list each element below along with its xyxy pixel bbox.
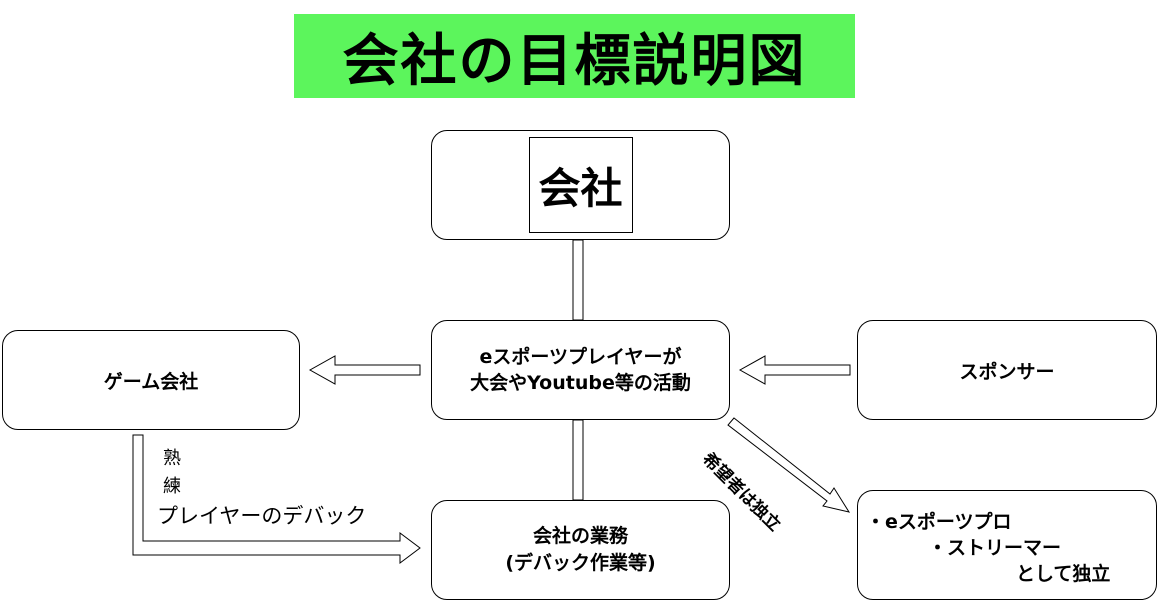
arrow-sponsor-to-center	[738, 355, 851, 385]
arrow-center-to-independent	[727, 417, 851, 513]
activity-line2: 大会やYoutube等の活動	[470, 372, 691, 394]
company-label: 会社	[528, 137, 633, 233]
activity-line1: eスポーツプレイヤーが	[479, 346, 682, 368]
game-company-box: ゲーム会社	[2, 330, 300, 430]
independent-box: ・eスポーツプロ ・ストリーマー として独立	[857, 490, 1157, 600]
arrow-center-to-game	[308, 355, 421, 385]
business-line1: 会社の業務	[532, 525, 628, 547]
sponsor-box: スポンサー	[857, 320, 1157, 420]
sponsor-label: スポンサー	[959, 360, 1055, 383]
business-line2: (デバック作業等)	[505, 552, 656, 574]
skilled-label-2: 練	[163, 476, 181, 497]
connector-company-center	[572, 239, 584, 321]
independent-line1: ・eスポーツプロ	[866, 511, 1012, 533]
player-debug-label: プレイヤーのデバック	[157, 504, 367, 528]
game-company-label: ゲーム会社	[103, 370, 199, 393]
company-box: 会社	[431, 130, 730, 240]
connector-center-business	[572, 419, 584, 501]
business-box: 会社の業務 (デバック作業等)	[431, 500, 730, 600]
diagram-title: 会社の目標説明図	[294, 14, 855, 98]
activity-box: eスポーツプレイヤーが 大会やYoutube等の活動	[431, 320, 730, 420]
independent-line2: ・ストリーマー	[928, 537, 1062, 559]
arrow-game-to-business	[132, 434, 421, 564]
skilled-label-1: 熟	[163, 448, 181, 469]
independent-line3: として独立	[1016, 563, 1111, 585]
